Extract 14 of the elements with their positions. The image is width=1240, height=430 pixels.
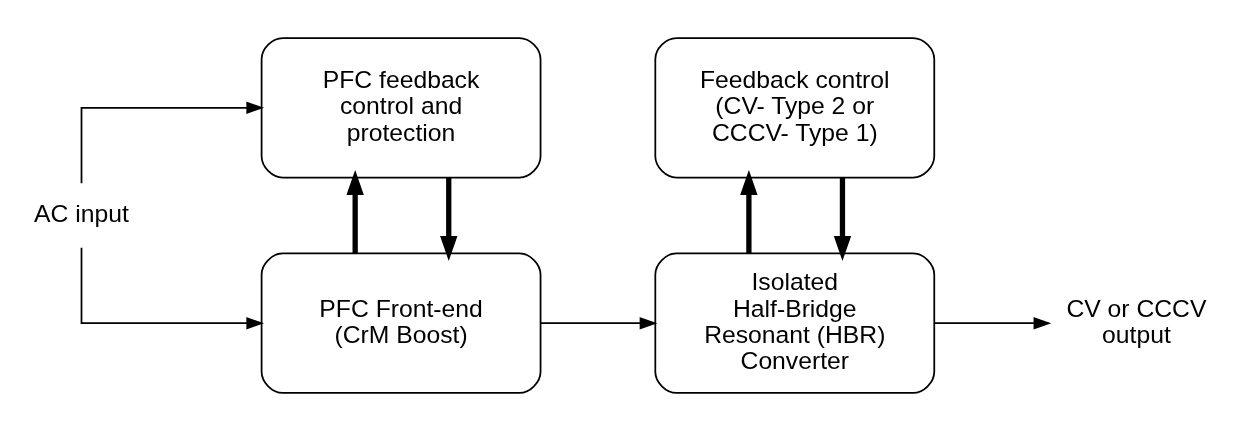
node-text: AC input bbox=[34, 199, 129, 227]
node-box: Isolated Half-Bridge Resonant (HBR) Converter bbox=[654, 252, 936, 394]
arrow bbox=[80, 246, 265, 329]
node-box: PFC Front-end (CrM Boost) bbox=[260, 252, 542, 394]
arrow bbox=[833, 177, 852, 261]
arrow bbox=[80, 101, 265, 184]
arrow bbox=[346, 169, 364, 253]
node-box: PFC feedback control and protection bbox=[260, 36, 542, 178]
arrow bbox=[933, 316, 1052, 329]
arrow bbox=[540, 316, 658, 329]
node-text: CV or CCCV output bbox=[1066, 293, 1207, 348]
arrow bbox=[740, 169, 758, 253]
arrow bbox=[440, 177, 458, 261]
node-box: Feedback control (CV- Type 2 or CCCV- Type 1) bbox=[654, 36, 936, 178]
